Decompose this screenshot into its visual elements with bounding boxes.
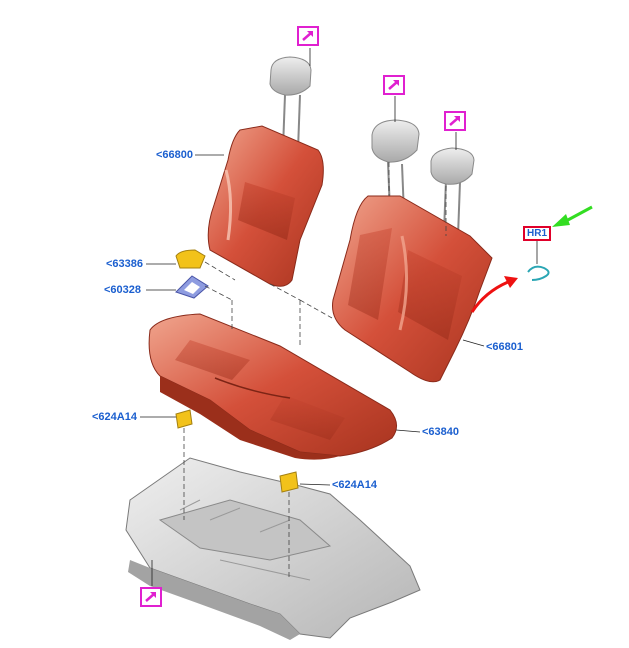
callout-66800[interactable]: <66800: [156, 149, 194, 161]
external-link-icon-bottom-left[interactable]: [140, 587, 162, 607]
callout-624A14-left[interactable]: <624A14: [92, 411, 137, 423]
external-link-icon-top-right[interactable]: [444, 111, 466, 131]
callout-66801[interactable]: <66801: [486, 341, 524, 353]
seatback-right-66801[interactable]: [332, 195, 493, 383]
bracket-624A14-left[interactable]: [175, 409, 193, 429]
red-curved-arrow-icon: [470, 276, 518, 313]
callout-63840[interactable]: <63840: [422, 426, 460, 438]
seat-cushion-63840[interactable]: [148, 313, 397, 460]
seatback-left-66800[interactable]: [207, 125, 324, 287]
clip-60328[interactable]: [175, 275, 209, 299]
callout-63386[interactable]: <63386: [106, 258, 144, 270]
callout-60328[interactable]: <60328: [104, 284, 142, 296]
bracket-624A14-right[interactable]: [279, 471, 299, 493]
callout-624A14-right[interactable]: <624A14: [332, 479, 377, 491]
part-63386[interactable]: [175, 249, 206, 269]
external-link-icon-top-left[interactable]: [297, 26, 319, 46]
green-arrow-icon: [552, 205, 593, 227]
leader-lines: [140, 48, 538, 586]
floor-pan: [125, 457, 421, 640]
assembly-lines: [183, 162, 447, 580]
hr1-part[interactable]: [527, 265, 550, 281]
external-link-icon-top-center[interactable]: [383, 75, 405, 95]
callout-hr1[interactable]: HR1: [523, 226, 552, 241]
